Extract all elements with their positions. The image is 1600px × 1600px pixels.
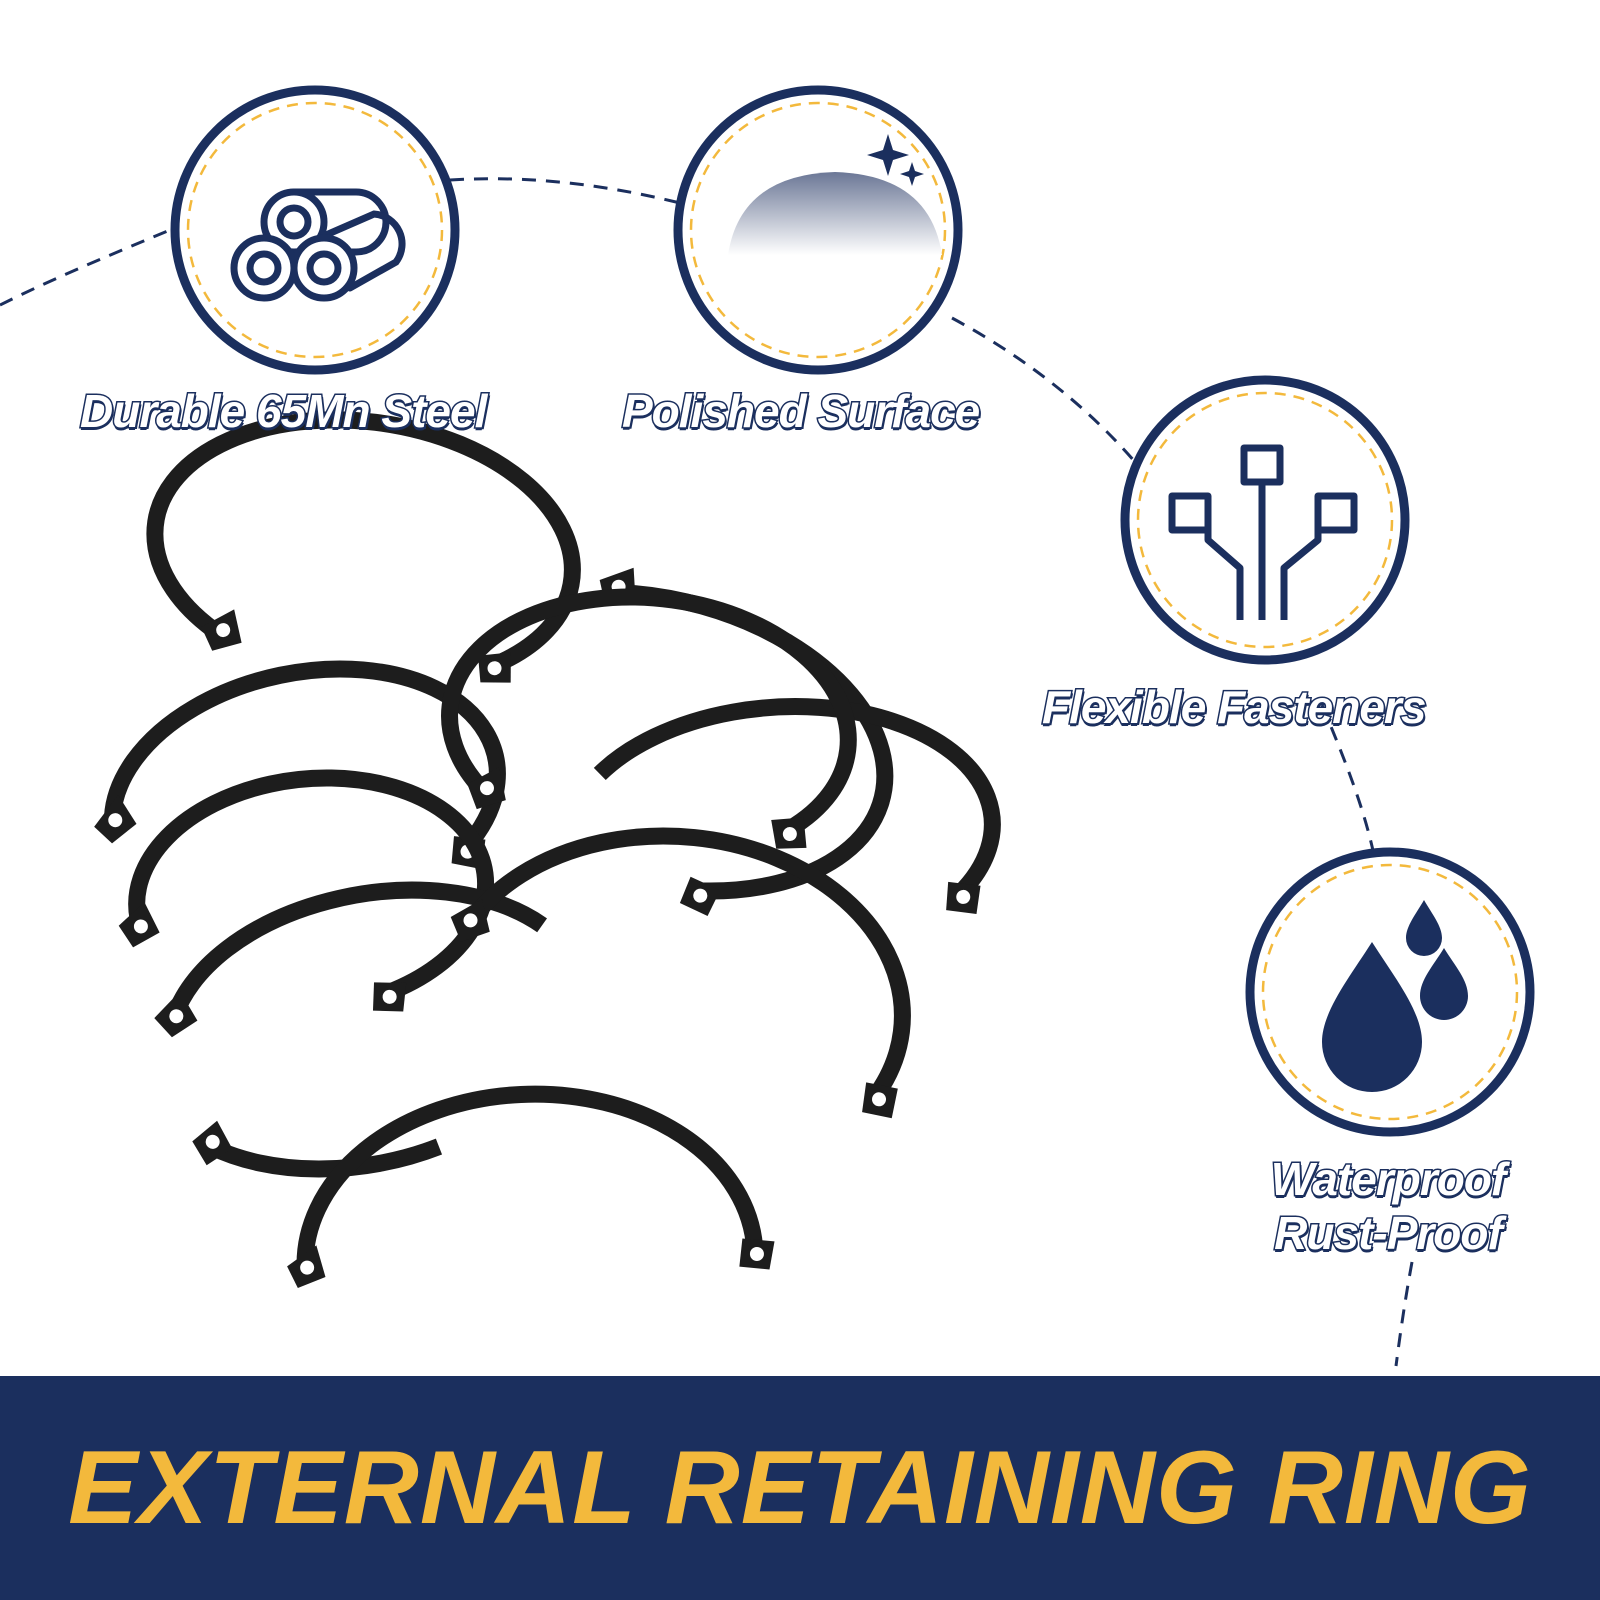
feature-label-flexible: Flexible Fasteners [1040, 680, 1427, 735]
title-banner: EXTERNAL RETAINING RING [0, 1376, 1600, 1600]
feature-circle-polished [673, 85, 963, 375]
feature-label-steel: Durable 65Mn Steel [78, 384, 488, 439]
feature-circle-steel [170, 85, 460, 375]
feature-label-waterproof-line1: Waterproof [1269, 1152, 1508, 1207]
circuit-branch-icon [1168, 444, 1358, 620]
retaining-ring [450, 827, 911, 1119]
steel-rods-icon [230, 188, 406, 302]
retaining-ring [146, 411, 581, 683]
water-drops-icon [1322, 900, 1468, 1092]
retaining-ring [287, 1085, 775, 1288]
banner-title: EXTERNAL RETAINING RING [68, 1429, 1532, 1546]
feature-circle-waterproof [1245, 847, 1535, 1137]
retaining-rings-photo [94, 411, 1001, 1288]
feature-label-waterproof-line2: Rust-Proof [1273, 1206, 1505, 1261]
dashed-connector-path [0, 177, 1414, 1367]
feature-circle-flexible [1120, 375, 1410, 665]
polished-sparkle-icon [728, 134, 942, 255]
feature-label-waterproof: Waterproof Rust-Proof [1228, 1152, 1548, 1261]
feature-label-polished: Polished Surface [620, 384, 981, 439]
retaining-ring [441, 588, 857, 849]
retaining-ring [593, 698, 1001, 915]
